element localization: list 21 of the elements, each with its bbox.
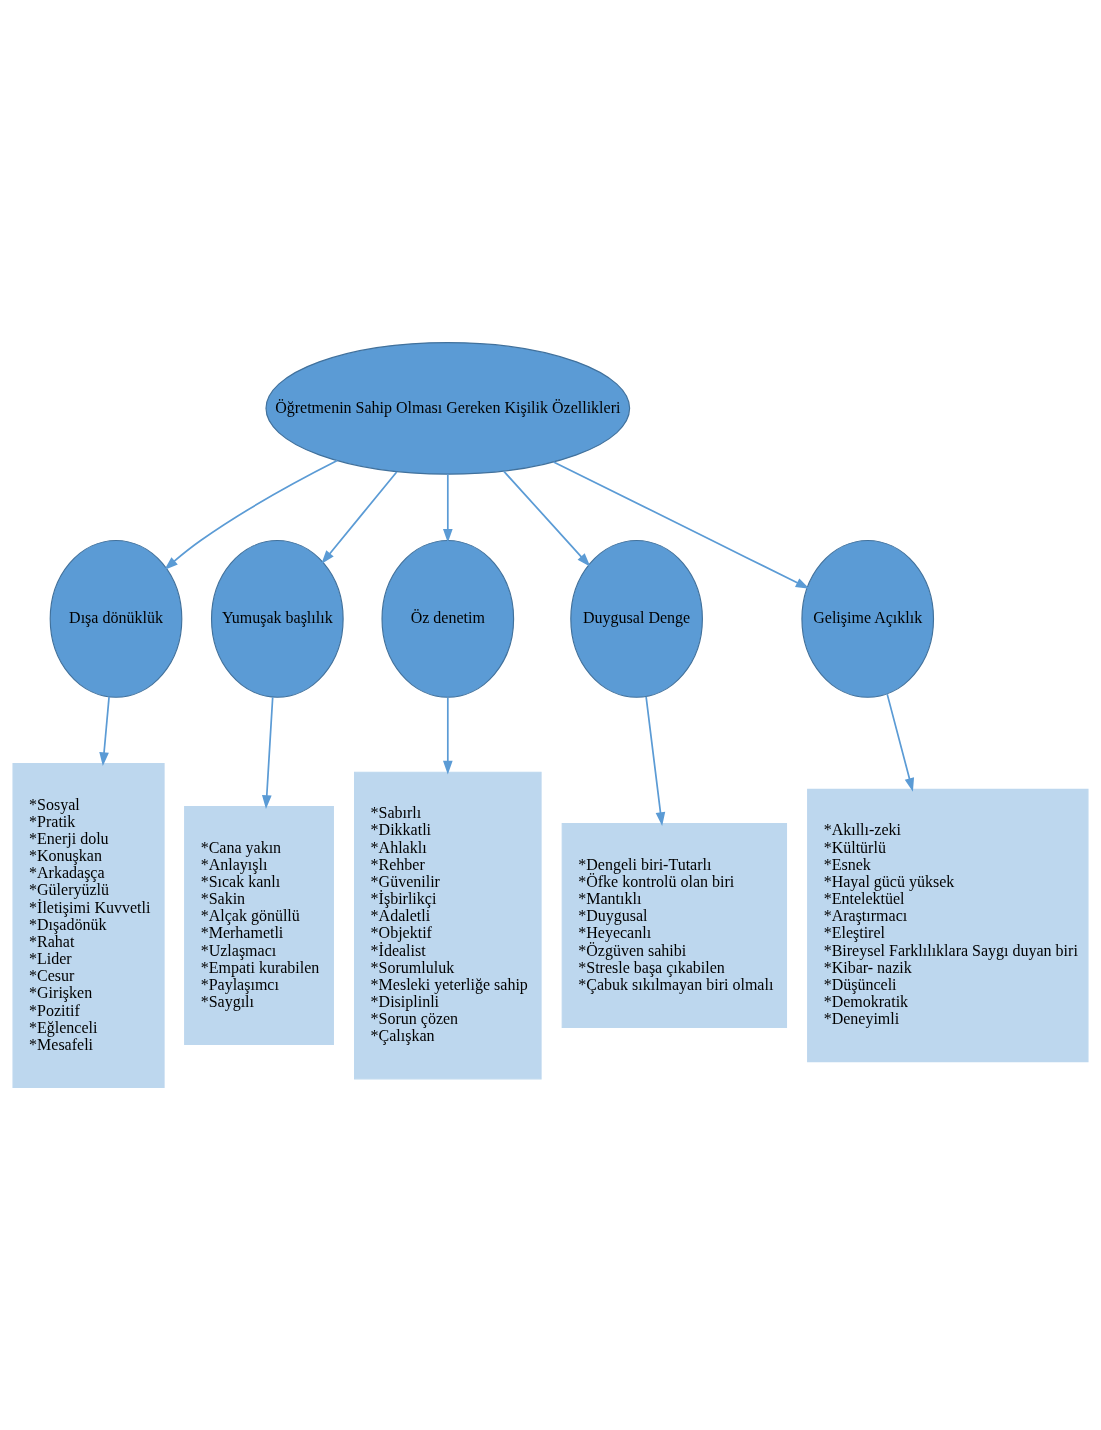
arrow: [645, 695, 666, 826]
arrow: [443, 696, 453, 775]
node-box: *Sabırlı *Dikkatli *Ahlaklı *Rehber *Güvenilir *İşbirlikçi *Adaletli *Objektif *İdealist *Sorumluluk *Mesleki yeterliğe sahip *Disiplinli *Sorun çözen *Çalışkan: [354, 771, 542, 1080]
node-ellipse: Öğretmenin Sahip Olması Gereken Kişilik Özellikleri: [265, 342, 631, 475]
node-box: *Dengeli biri-Tutarlı *Öfke kontrolü olan biri *Mantıklı *Duygusal *Heyecanlı *Özgüven sahibi *Stresle başa çıkabilen *Çabuk sıkılmayan biri olmalı: [561, 823, 788, 1028]
node-box: *Cana yakın *Anlayışlı *Sıcak kanlı *Sakin *Alçak gönüllü *Merhametli *Uzlaşmacı *Empati kurabilen *Paylaşımcı *Saygılı: [184, 805, 334, 1046]
arrow: [99, 695, 110, 767]
arrow: [503, 470, 591, 567]
arrow: [164, 459, 339, 570]
node-box: *Akıllı-zeki *Kültürlü *Esnek *Hayal gücü yüksek *Entelektüel *Araştırmacı *Eleştirel *Bireysel Farklılıklara Saygı duyan biri *Kibar- nazik *Düşünceli *Demokratik *Deneyimli: [807, 788, 1089, 1063]
node-ellipse: Dışa dönüklük: [49, 539, 183, 698]
arrow: [886, 693, 915, 792]
arrow: [262, 696, 274, 809]
node-ellipse: Gelişime Açıklık: [801, 539, 935, 698]
arrow: [321, 471, 398, 565]
node-ellipse: Duygusal Denge: [570, 539, 703, 698]
arrow: [552, 461, 810, 589]
node-ellipse: Öz denetim: [381, 539, 515, 698]
node-ellipse: Yumuşak başlılık: [210, 539, 344, 698]
node-box: *Sosyal *Pratik *Enerji dolu *Konuşkan *Arkadaşça *Güleryüzlü *İletişimi Kuvvetli *Dışadönük *Rahat *Lider *Cesur *Girişken *Pozitif *Eğlenceli *Mesafeli: [12, 763, 165, 1088]
arrow: [443, 473, 453, 543]
